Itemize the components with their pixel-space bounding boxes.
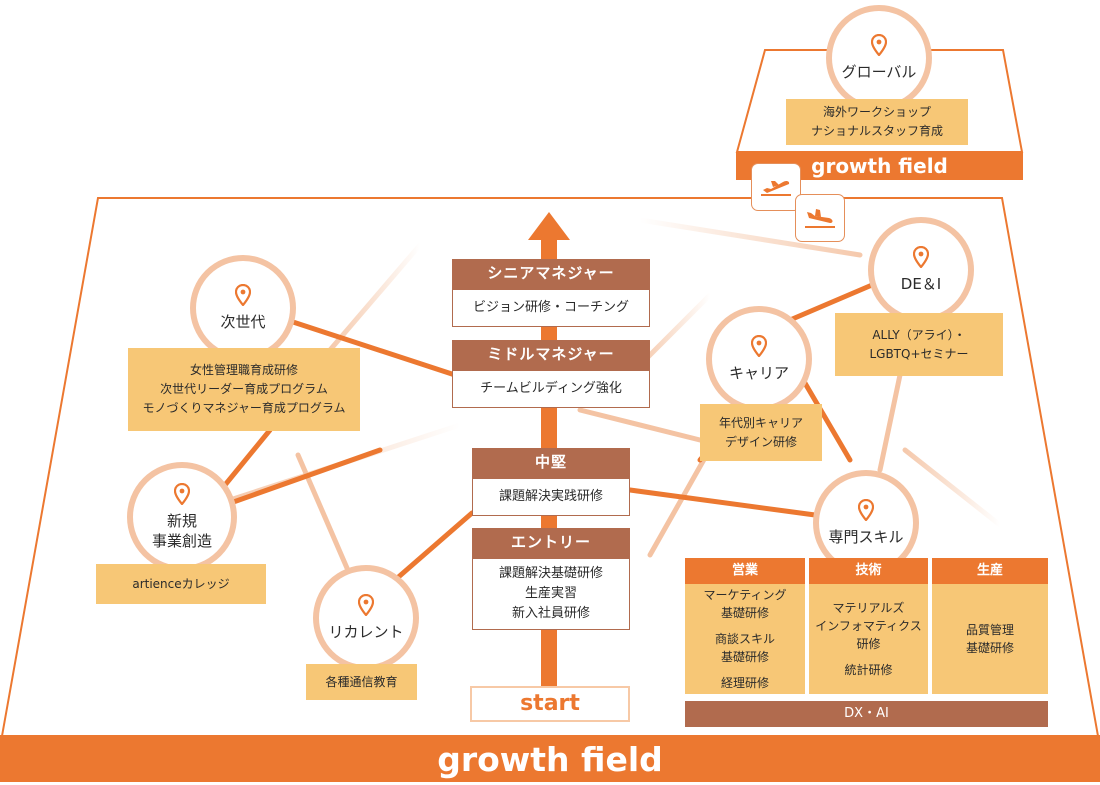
dept-item: 基礎研修 — [965, 641, 1014, 655]
node-jisedai: 次世代 — [190, 255, 296, 361]
node-dei: DE＆I — [868, 217, 974, 323]
jisedai-items: 女性管理職育成研修 次世代リーダー育成プログラム モノづくりマネジャー育成プログ… — [128, 348, 360, 431]
level-senior-title: シニアマネジャー — [452, 259, 650, 289]
node-global-label: グローバル — [841, 63, 917, 81]
node-senmon-label: 専門スキル — [828, 528, 904, 546]
dept-tech-title: 技術 — [809, 558, 928, 584]
start-label: start — [470, 686, 630, 722]
node-global: グローバル — [826, 5, 932, 111]
dept-item: マテリアルズ — [832, 601, 905, 615]
node-dei-label: DE＆I — [900, 275, 942, 293]
dei-items: ALLY（アライ）・ LGBTQ+セミナー — [835, 313, 1003, 376]
map-pin-icon — [913, 246, 929, 268]
global-item: 海外ワークショップ — [822, 105, 931, 119]
global-item: ナショナルスタッフ育成 — [810, 124, 943, 138]
map-pin-icon — [858, 499, 874, 521]
level-entry-body: 課題解決基礎研修 生産実習 新入社員研修 — [472, 558, 630, 630]
level-item: 生産実習 — [524, 586, 577, 601]
level-entry-title: エントリー — [472, 528, 630, 558]
dept-item: 基礎研修 — [720, 650, 769, 664]
node-shinki-label: 新規 事業創造 — [151, 512, 212, 550]
level-middle-title: ミドルマネジャー — [452, 340, 650, 370]
dept-item: 統計研修 — [844, 663, 893, 677]
dept-group: マーケティング 基礎研修 — [703, 586, 786, 622]
dept-item: 経理研修 — [720, 676, 769, 690]
map-pin-icon — [358, 594, 374, 616]
level-chuken-body: 課題解決実践研修 — [472, 478, 630, 516]
career-items: 年代別キャリア デザイン研修 — [700, 404, 822, 461]
dept-tech-body: マテリアルズ インフォマティクス 研修 統計研修 — [809, 584, 928, 694]
node-career-label: キャリア — [728, 364, 789, 382]
level-middle-body: チームビルディング強化 — [452, 370, 650, 408]
dept-item: 基礎研修 — [720, 606, 769, 620]
career-item: デザイン研修 — [724, 434, 797, 449]
dept-item: マーケティング — [703, 588, 787, 602]
map-pin-icon — [235, 284, 251, 306]
dept-group: マテリアルズ インフォマティクス 研修 — [815, 599, 922, 653]
dept-item: インフォマティクス — [815, 619, 922, 633]
dept-production-title: 生産 — [932, 558, 1048, 584]
map-pin-icon — [871, 34, 887, 56]
shinki-items: artienceカレッジ — [96, 564, 266, 604]
dept-sales-body: マーケティング 基礎研修 商談スキル 基礎研修 経理研修 — [685, 584, 805, 694]
recurrent-item: 各種通信教育 — [325, 674, 398, 689]
node-jisedai-label: 次世代 — [220, 313, 266, 331]
dept-item: 品質管理 — [965, 623, 1014, 637]
dx-ai-bar: DX・AI — [685, 701, 1048, 727]
level-item: 新入社員研修 — [511, 606, 590, 621]
shinki-item: artienceカレッジ — [132, 576, 230, 591]
career-item: 年代別キャリア — [718, 415, 803, 430]
dei-item: ALLY（アライ）・ — [872, 327, 966, 342]
plane-takeoff-icon — [751, 163, 801, 211]
level-item: 課題解決実践研修 — [498, 489, 603, 504]
recurrent-items: 各種通信教育 — [306, 664, 417, 700]
plane-landing-icon — [795, 194, 845, 242]
growth-field-band-main: growth field — [0, 735, 1100, 782]
global-items: 海外ワークショップ ナショナルスタッフ育成 — [786, 99, 968, 145]
level-senior-body: ビジョン研修・コーチング — [452, 289, 650, 327]
dept-item: 商談スキル — [714, 632, 775, 646]
dept-item: 研修 — [856, 637, 881, 651]
level-item: ビジョン研修・コーチング — [472, 300, 629, 315]
dept-sales-title: 営業 — [685, 558, 805, 584]
dept-production-body: 品質管理 基礎研修 — [932, 584, 1048, 694]
jisedai-item: 次世代リーダー育成プログラム — [160, 382, 328, 396]
level-item: チームビルディング強化 — [480, 381, 622, 396]
level-item: 課題解決基礎研修 — [498, 566, 603, 581]
node-career: キャリア — [706, 306, 812, 412]
jisedai-item: 女性管理職育成研修 — [189, 363, 298, 377]
node-recurrent-label: リカレント — [328, 623, 404, 641]
dept-group: 商談スキル 基礎研修 — [715, 630, 775, 666]
dept-group: 品質管理 基礎研修 — [966, 621, 1014, 657]
level-chuken-title: 中堅 — [472, 448, 630, 478]
map-pin-icon — [174, 483, 190, 505]
dept-group: 経理研修 — [721, 674, 769, 692]
node-recurrent: リカレント — [313, 565, 419, 671]
dept-group: 統計研修 — [844, 661, 892, 679]
jisedai-item: モノづくりマネジャー育成プログラム — [142, 401, 346, 415]
dei-item: LGBTQ+セミナー — [869, 346, 969, 361]
node-shinki: 新規 事業創造 — [127, 462, 237, 572]
map-pin-icon — [751, 335, 767, 357]
